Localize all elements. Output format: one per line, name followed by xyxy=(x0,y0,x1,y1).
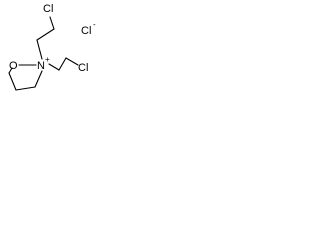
bond-upper-c1-c2 xyxy=(36,28,55,41)
counterion-charge-label: - xyxy=(93,20,96,29)
bond-ring-c3-o xyxy=(8,67,13,74)
bond-right-c2-cl xyxy=(65,57,79,66)
bond-ring-c2-c3 xyxy=(8,72,17,91)
chlorine-top-atom-label: Cl xyxy=(43,3,53,15)
bond-n-upper-c1 xyxy=(36,39,43,60)
oxygen-atom-label: O xyxy=(9,60,18,72)
chlorine-right-atom-label: Cl xyxy=(78,62,88,74)
bond-n-ring-c1 xyxy=(34,70,43,88)
chemical-structure-diagram: O N + Cl Cl Cl - xyxy=(8,3,96,91)
bond-right-c1-c2 xyxy=(58,57,67,71)
bond-n-right-c1 xyxy=(48,63,60,71)
nitrogen-charge-label: + xyxy=(45,55,50,64)
counterion-label: Cl xyxy=(81,25,91,37)
bond-upper-c2-cl xyxy=(49,16,55,30)
nitrogen-atom-label: N xyxy=(37,60,45,72)
bond-ring-c1-c2 xyxy=(15,86,36,91)
